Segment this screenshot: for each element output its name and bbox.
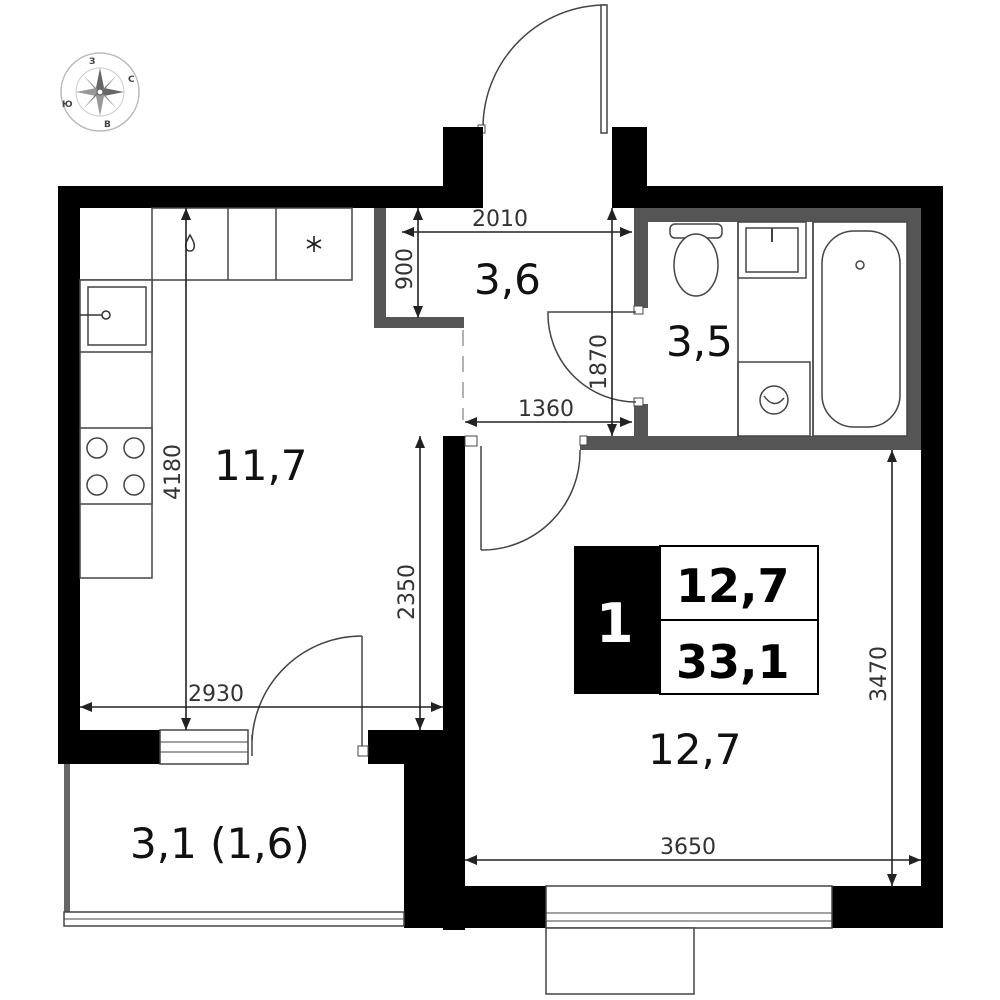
bathtub [812,221,908,437]
hall-niche [374,208,464,420]
bathroom-walls [579,208,921,450]
dim-hall-niche: 900 [393,248,418,290]
compass-rose-icon: З С В Ю [60,52,140,132]
total-area-value: 33,1 [676,635,790,689]
compass-west-label: Ю [62,100,73,110]
living-room-door [464,435,581,551]
walls [58,127,943,930]
dim-hall-width: 2010 [472,207,528,232]
compass-south-label: В [104,120,111,130]
dim-corridor: 1360 [518,397,574,422]
dim-living-width: 3650 [660,835,716,860]
stove [79,427,153,505]
compass-north-label: З [89,57,95,67]
entrance-door [477,4,608,134]
kitchen-fixtures [79,207,353,579]
room-area-bathroom: 3,5 [666,317,733,366]
kitchen-sink [79,279,153,353]
bathroom-door [547,305,644,407]
area-summary-badge: 1 12,7 33,1 [574,545,819,695]
living-window [545,885,833,995]
bathroom-fixtures [669,221,908,437]
room-area-living: 12,7 [648,725,742,774]
rooms-count: 1 [596,592,634,655]
dim-bath-height: 1870 [587,334,612,390]
room-area-balcony: 3,1 (1,6) [130,819,310,868]
snowflake-icon [306,236,322,252]
dim-kitchen-width: 2930 [188,682,244,707]
dim-kitchen-partial: 2350 [395,564,420,620]
toilet [669,223,723,297]
dim-living-height: 3470 [867,646,892,702]
room-area-hall: 3,6 [474,255,541,304]
bathroom-sink [737,221,807,279]
room-area-kitchen: 11,7 [214,441,308,490]
compass-east-label: С [128,75,135,85]
living-area-value: 12,7 [676,559,790,613]
balcony [63,764,405,927]
dimension-lines [80,208,921,886]
washing-machine [737,361,811,437]
balcony-door [159,635,369,765]
dim-kitchen-depth: 4180 [161,444,186,500]
